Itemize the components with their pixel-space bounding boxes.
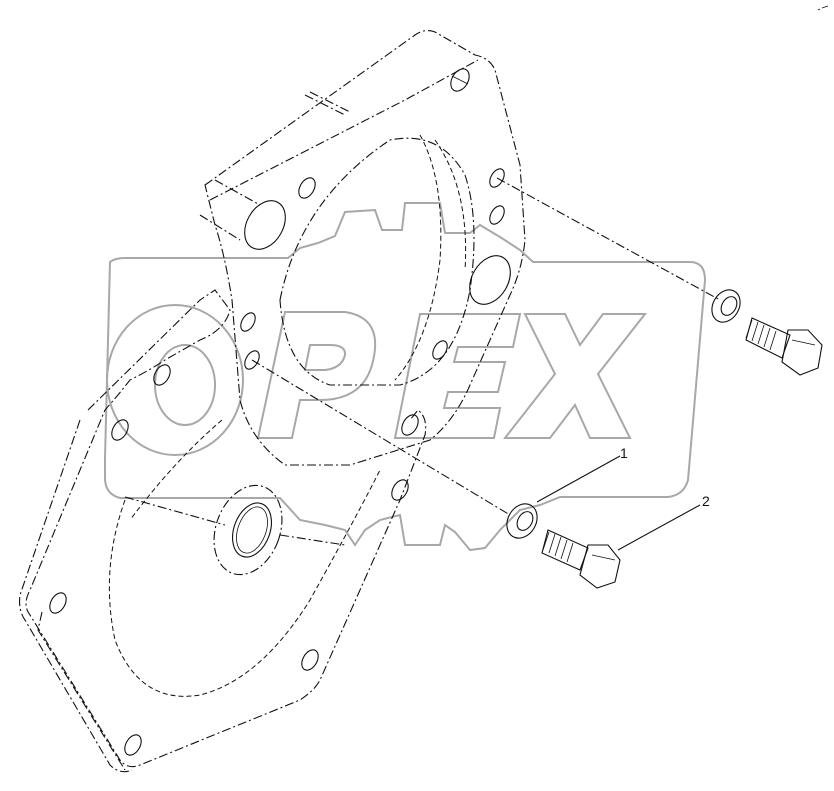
cover-plate-lower bbox=[19, 289, 427, 773]
corner-mark bbox=[817, 5, 829, 11]
bolt-upper bbox=[745, 317, 823, 376]
callout-1-label: 1 bbox=[620, 445, 628, 461]
washer-upper bbox=[711, 289, 741, 323]
bolt-item-2 bbox=[541, 504, 701, 589]
assembly-centerlines bbox=[251, 177, 721, 516]
housing-upper-flange bbox=[199, 29, 526, 466]
watermark-logo bbox=[104, 202, 707, 552]
washer-item-1 bbox=[506, 455, 621, 539]
callout-2-label: 2 bbox=[702, 493, 710, 509]
